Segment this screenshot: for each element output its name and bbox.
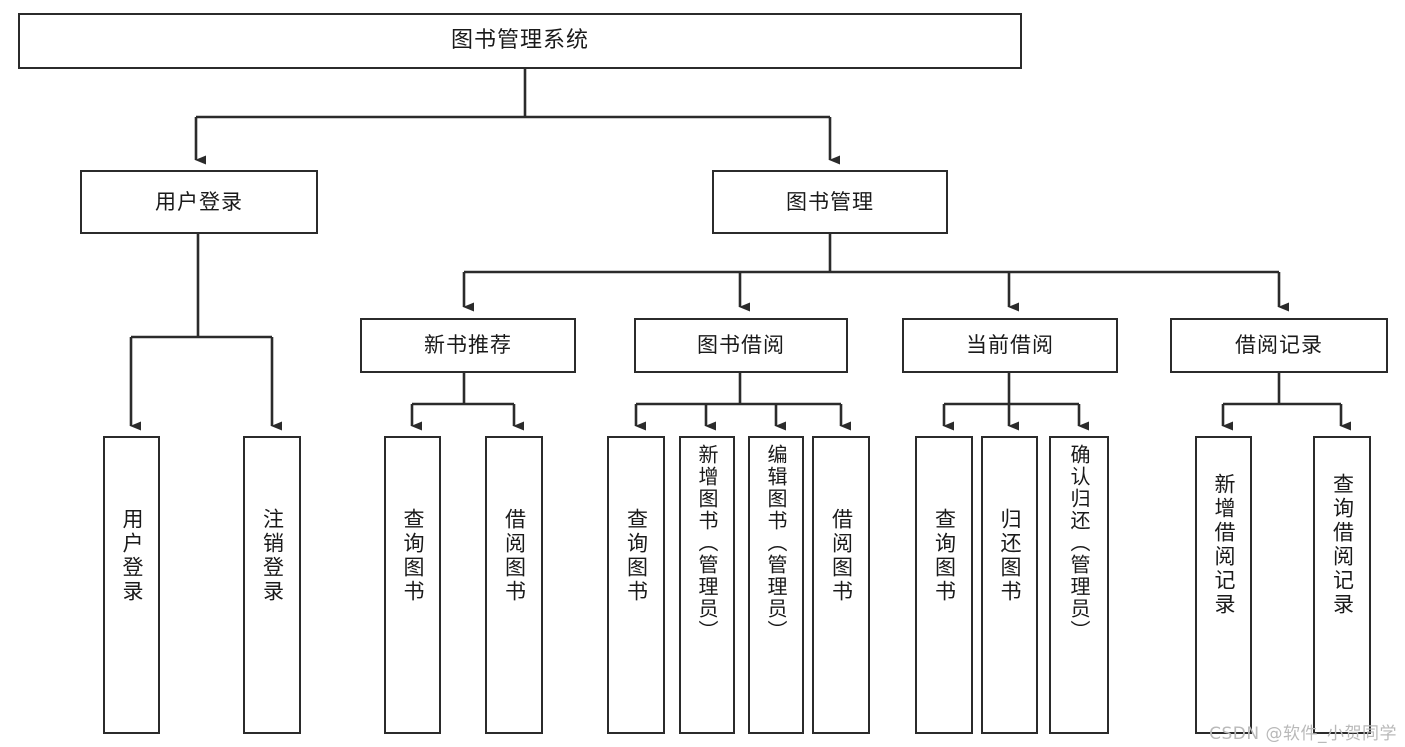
- leaf-return-book-label: 归还图书: [998, 508, 1022, 604]
- leaf-edit-book-label: 编辑图书（管理员）: [764, 444, 788, 642]
- leaf-user-login-label: 用户登录: [120, 508, 144, 604]
- leaf-borrow-book-1-label: 借阅图书: [502, 508, 527, 604]
- leaf-confirm-return[interactable]: 确认归还（管理员）: [1049, 436, 1109, 734]
- leaf-logout[interactable]: 注销登录: [243, 436, 301, 734]
- node-new-book-recommend[interactable]: 新书推荐: [360, 318, 576, 373]
- leaf-edit-book[interactable]: 编辑图书（管理员）: [748, 436, 804, 734]
- node-user-login[interactable]: 用户登录: [80, 170, 318, 234]
- node-root[interactable]: 图书管理系统: [18, 13, 1022, 69]
- leaf-borrow-book-2[interactable]: 借阅图书: [812, 436, 870, 734]
- node-book-borrow[interactable]: 图书借阅: [634, 318, 848, 373]
- leaf-query-book-1[interactable]: 查询图书: [384, 436, 441, 734]
- leaf-query-borrow-record[interactable]: 查询借阅记录: [1313, 436, 1371, 734]
- leaf-user-login[interactable]: 用户登录: [103, 436, 160, 734]
- csdn-watermark: CSDN @软件_小贺同学: [1209, 724, 1397, 744]
- leaf-confirm-return-label: 确认归还（管理员）: [1067, 444, 1091, 642]
- leaf-return-book[interactable]: 归还图书: [981, 436, 1038, 734]
- node-new-book-recommend-label: 新书推荐: [424, 333, 512, 358]
- leaf-add-book[interactable]: 新增图书（管理员）: [679, 436, 735, 734]
- leaf-add-borrow-record[interactable]: 新增借阅记录: [1195, 436, 1252, 734]
- leaf-borrow-book-1[interactable]: 借阅图书: [485, 436, 543, 734]
- leaf-query-borrow-record-label: 查询借阅记录: [1330, 473, 1355, 617]
- leaf-add-book-label: 新增图书（管理员）: [695, 444, 719, 642]
- node-current-borrow[interactable]: 当前借阅: [902, 318, 1118, 373]
- leaf-query-book-2[interactable]: 查询图书: [607, 436, 665, 734]
- leaf-query-book-3-label: 查询图书: [932, 508, 957, 604]
- leaf-query-book-1-label: 查询图书: [401, 508, 425, 604]
- node-user-login-label: 用户登录: [155, 189, 243, 214]
- node-borrow-record[interactable]: 借阅记录: [1170, 318, 1388, 373]
- leaf-query-book-2-label: 查询图书: [624, 508, 649, 604]
- leaf-borrow-book-2-label: 借阅图书: [829, 508, 854, 604]
- leaf-add-borrow-record-label: 新增借阅记录: [1212, 473, 1236, 617]
- node-book-borrow-label: 图书借阅: [697, 333, 785, 358]
- leaf-query-book-3[interactable]: 查询图书: [915, 436, 973, 734]
- node-borrow-record-label: 借阅记录: [1235, 333, 1323, 358]
- node-current-borrow-label: 当前借阅: [966, 333, 1054, 358]
- leaf-logout-label: 注销登录: [260, 508, 285, 604]
- node-book-management-label: 图书管理: [786, 189, 874, 214]
- node-root-label: 图书管理系统: [450, 27, 589, 53]
- node-book-management[interactable]: 图书管理: [712, 170, 948, 234]
